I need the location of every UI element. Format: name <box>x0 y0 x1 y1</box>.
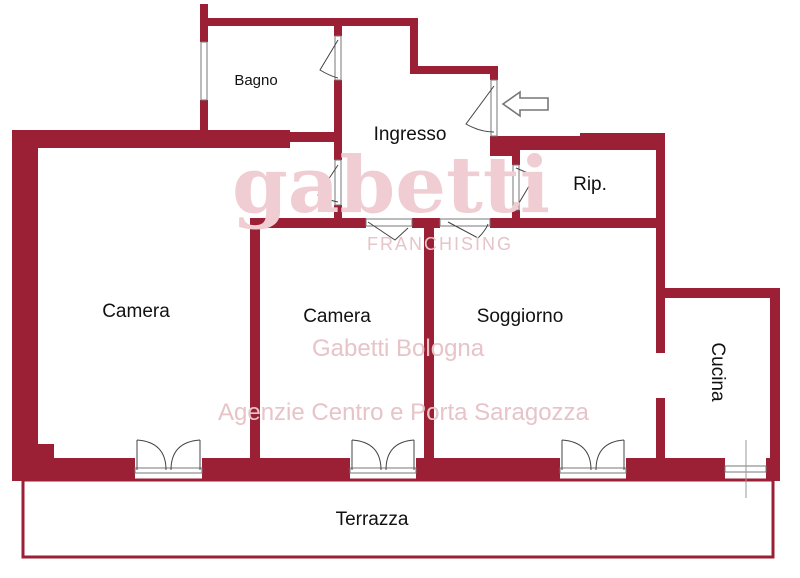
room-label-cucina: Cucina <box>707 342 728 402</box>
ingresso-door-frame <box>334 159 342 206</box>
openings <box>134 35 767 498</box>
room-label-terrazza: Terrazza <box>336 509 409 530</box>
watermark-sub: FRANCHISING <box>367 234 513 254</box>
bagno-window <box>200 41 208 101</box>
entrance-door <box>465 85 495 133</box>
rip-door-frame <box>512 164 520 211</box>
watermark-branches: Agenzie Centro e Porta Saragozza <box>218 399 590 426</box>
watermark: gabetti FRANCHISING Gabetti Bologna Agen… <box>218 140 590 426</box>
rip-door <box>515 167 536 209</box>
watermark-logo: gabetti <box>232 140 550 231</box>
bagno-door <box>319 39 339 79</box>
balcony-door <box>134 439 203 474</box>
terrazza-outline <box>21 478 775 559</box>
camera-door-frame <box>365 218 413 227</box>
room-label-camera-1: Camera <box>102 301 170 322</box>
room-label-bagno: Bagno <box>234 72 277 89</box>
balcony-door <box>349 439 417 474</box>
room-label-soggiorno: Soggiorno <box>477 306 564 327</box>
watermark-agency: Gabetti Bologna <box>312 335 485 362</box>
ingresso-door <box>317 164 339 203</box>
room-label-camera-2: Camera <box>303 306 371 327</box>
balcony-door <box>559 439 627 474</box>
camera-door <box>367 221 409 241</box>
bagno-door-frame <box>334 35 342 81</box>
room-label-ingresso: Ingresso <box>374 124 447 145</box>
walls <box>12 4 780 481</box>
room-labels: Bagno Ingresso Rip. Camera Camera Soggio… <box>102 72 728 530</box>
room-label-rip: Rip. <box>573 174 607 195</box>
soggiorno-door-frame <box>439 218 491 227</box>
soggiorno-door <box>447 221 489 239</box>
entrance-arrow-icon <box>501 90 549 118</box>
entrance-door-frame <box>490 79 498 137</box>
